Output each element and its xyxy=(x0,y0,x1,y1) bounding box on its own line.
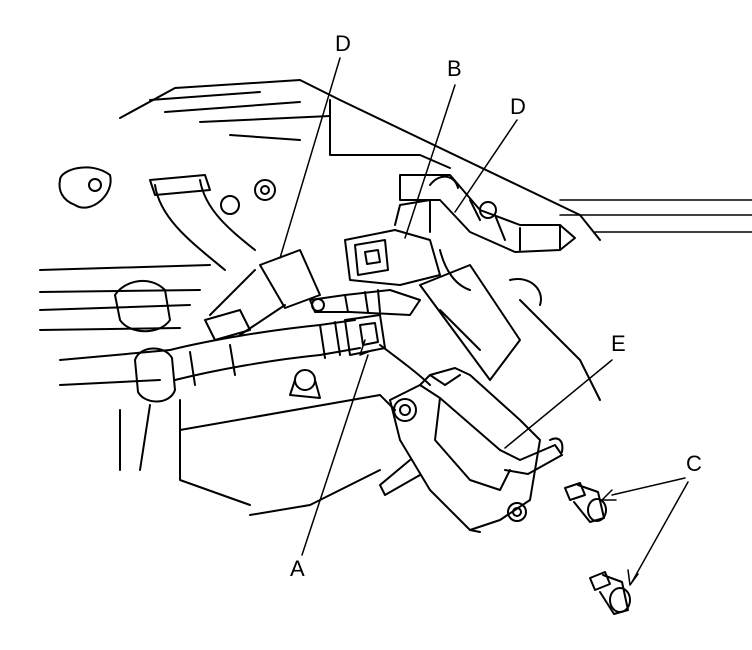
hose-d-left xyxy=(204,249,321,341)
left-pipes xyxy=(39,264,251,506)
sensor-e xyxy=(379,367,564,533)
bracket xyxy=(419,264,601,401)
coolant-hose-bend xyxy=(58,166,276,271)
bolt-lower xyxy=(589,571,631,615)
connector-b xyxy=(344,199,471,291)
engine-cover xyxy=(119,79,752,241)
hose-d-right xyxy=(399,174,576,253)
leader-d-left xyxy=(279,57,341,259)
leader-c-upper xyxy=(611,477,686,496)
callout-d-upper-left: D xyxy=(335,31,351,56)
callout-b: B xyxy=(447,56,462,81)
vacuum-fitting xyxy=(309,289,421,316)
leader-a xyxy=(301,354,369,556)
bolt-upper xyxy=(564,482,607,523)
leader-c-lower xyxy=(631,481,689,583)
callout-d-upper-right: D xyxy=(510,94,526,119)
hose-to-connector-a xyxy=(169,314,386,386)
callout-e: E xyxy=(611,331,626,356)
leader-b xyxy=(404,84,456,239)
engine-block xyxy=(179,344,431,516)
leader-d-right xyxy=(454,119,518,213)
leader-lines xyxy=(279,57,689,586)
callout-a: A xyxy=(290,556,305,581)
callout-c: C xyxy=(686,451,702,476)
leader-e xyxy=(504,359,613,449)
